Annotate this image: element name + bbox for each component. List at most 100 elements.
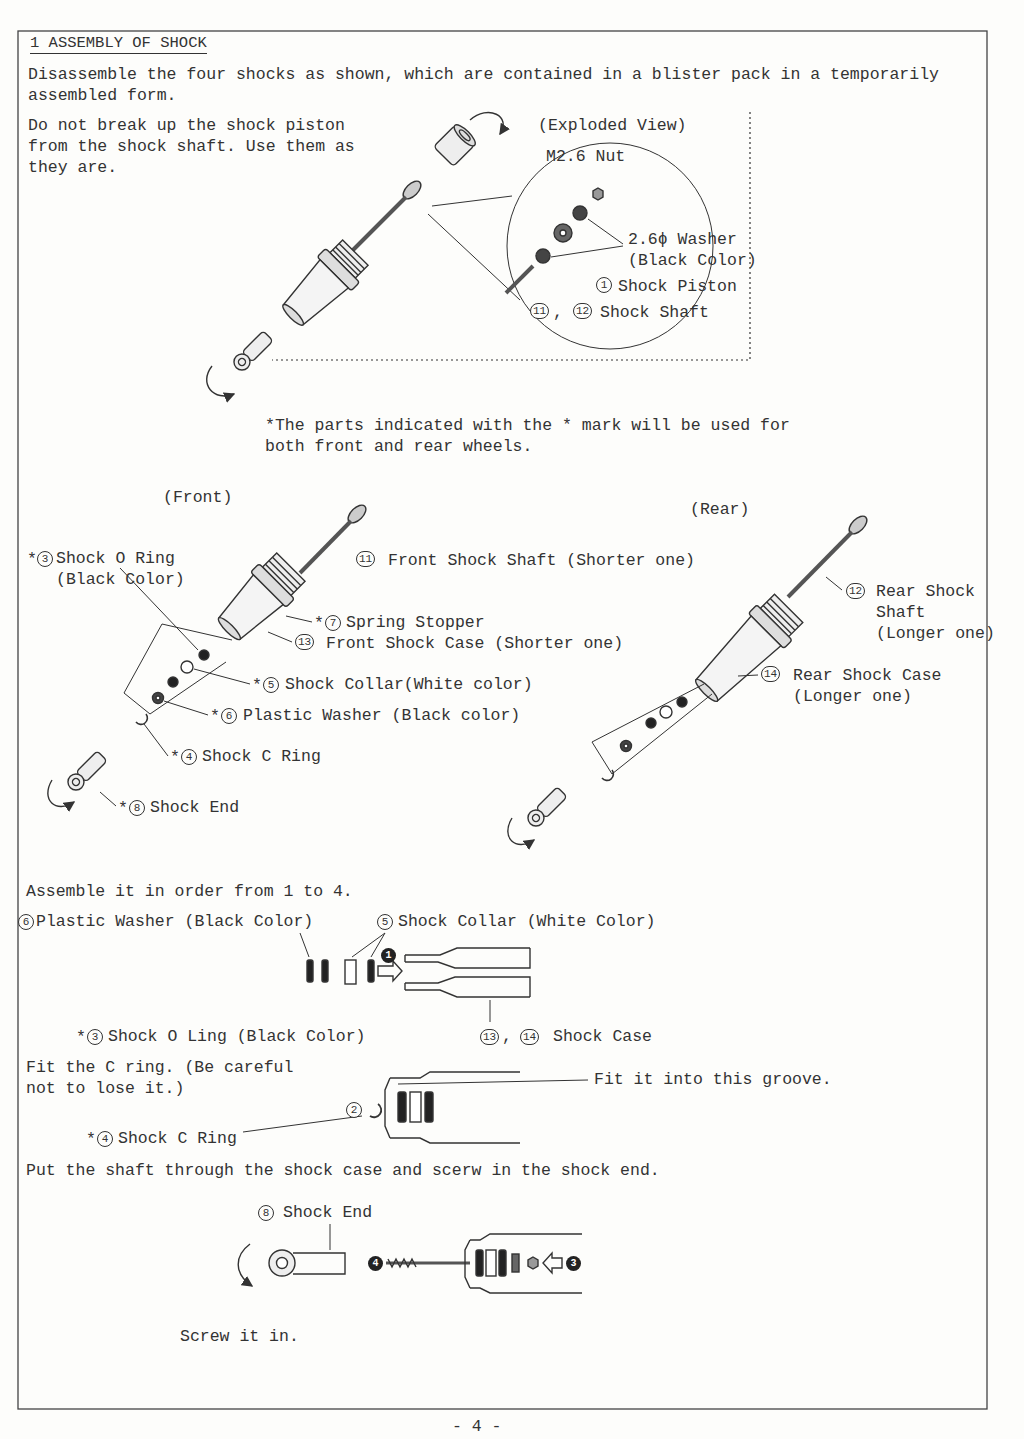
rear-shock <box>693 677 720 704</box>
part-label: Shock C Ring <box>118 1128 237 1149</box>
callout-number: 8 <box>129 800 145 816</box>
callout-number: 11 <box>356 551 375 567</box>
shock-exploded <box>560 230 566 236</box>
part-label: * <box>210 706 220 727</box>
page-frame <box>18 31 987 1409</box>
leader-line <box>551 219 623 257</box>
callout-number: 13 <box>295 634 314 650</box>
part-label: * <box>118 798 128 819</box>
callout-number: 14 <box>520 1029 539 1045</box>
part-label: Shock Collar(White color) <box>285 674 533 695</box>
shock-end <box>231 330 274 373</box>
washer <box>536 249 550 263</box>
part-label: Shock End <box>150 797 239 818</box>
part-label: * <box>170 747 180 768</box>
part-label: Front Shock Case (Shorter one) <box>326 633 623 654</box>
step-figure <box>465 1240 470 1288</box>
shock-body <box>273 236 372 335</box>
step-figure <box>238 1244 252 1286</box>
rear-shock <box>508 818 534 844</box>
turn-arrow <box>470 113 503 134</box>
shock-end <box>231 351 254 374</box>
callout-number: 13 <box>480 1029 499 1045</box>
callout-number: 14 <box>761 666 780 682</box>
part-label: Shock Case <box>553 1026 652 1047</box>
part-label: Shock Collar (White Color) <box>398 911 655 932</box>
callout-number: 11 <box>530 303 549 319</box>
step-figure <box>243 1080 588 1132</box>
front-shock <box>124 624 232 714</box>
part-label: , <box>502 1026 512 1047</box>
step-figure <box>512 1254 519 1272</box>
rear-shock <box>602 770 613 780</box>
turn-arrow <box>207 366 234 396</box>
part-label: * <box>252 675 262 696</box>
part-label: * <box>86 1129 96 1150</box>
front-shock <box>48 780 74 806</box>
front-shock <box>209 549 309 649</box>
rear-shock <box>692 616 781 705</box>
step-figure <box>476 1250 483 1276</box>
part-label: Shock Piston <box>618 276 737 297</box>
callout-number: 5 <box>377 914 393 930</box>
step-figure <box>368 960 374 982</box>
part-label: Plastic Washer (Black color) <box>243 705 520 726</box>
part-label: - 4 - <box>452 1416 502 1437</box>
instruction-text: Disassemble the four shocks as shown, wh… <box>28 64 988 106</box>
callout-number: 7 <box>325 615 341 631</box>
callout-number: 3 <box>87 1029 103 1045</box>
rear-shock <box>826 577 842 590</box>
callout-number: 6 <box>221 708 237 724</box>
front-shock <box>136 714 147 724</box>
rear-shock <box>531 813 541 823</box>
step-figure <box>486 1250 496 1276</box>
step-figure <box>243 1072 588 1143</box>
callout-number: 8 <box>258 1205 274 1221</box>
step-figure <box>425 1092 433 1122</box>
rear-shock <box>525 786 568 829</box>
part-label: Fit it into this groove. <box>594 1069 832 1090</box>
washer <box>573 206 587 220</box>
nut <box>593 188 603 200</box>
instruction-text: Shock O Ring (Black Color) <box>56 548 201 590</box>
instruction-text: Rear Shock Case (Longer one) <box>793 665 963 707</box>
part-label: Shock Shaft <box>600 302 709 323</box>
part-label: M2.6 Nut <box>546 146 625 167</box>
instruction-text: *The parts indicated with the * mark wil… <box>265 415 825 457</box>
step-figure <box>330 1224 331 1250</box>
part-label: Front Shock Shaft (Shorter one) <box>388 550 695 571</box>
step-figure <box>322 960 328 982</box>
step-figure <box>543 1253 562 1273</box>
step-figure <box>370 1104 381 1117</box>
front-shock <box>181 661 193 673</box>
shock-cap <box>458 129 471 142</box>
shock-body <box>279 260 348 329</box>
step-figure <box>238 1224 582 1293</box>
part-label: Put the shaft through the shock case and… <box>26 1160 660 1181</box>
front-shock <box>215 575 284 644</box>
callout-number: 3 <box>37 551 53 567</box>
step-figure <box>269 1250 295 1276</box>
callout-number: 4 <box>181 749 197 765</box>
step-figure <box>345 960 356 984</box>
callout-number: 12 <box>846 583 865 599</box>
front-shock <box>100 568 312 806</box>
shock-cap <box>434 122 479 167</box>
part-label: (Front) <box>163 487 232 508</box>
part-label: * <box>76 1027 86 1048</box>
instruction-text: 2.6ϕ Washer (Black Color) <box>628 229 766 271</box>
step-figure <box>307 960 313 982</box>
part-label: Shock O Ling (Black Color) <box>108 1026 365 1047</box>
front-shock <box>65 771 88 794</box>
instruction-text: Rear Shock Shaft (Longer one) <box>876 581 1001 644</box>
part-label: * <box>27 549 37 570</box>
step-figure <box>405 977 530 997</box>
step-figure <box>410 1092 421 1122</box>
step-figure <box>277 1258 288 1269</box>
callout-number: 6 <box>18 914 34 930</box>
callout-number: 12 <box>573 303 592 319</box>
rear-shock <box>646 718 656 728</box>
callout-number: 2 <box>346 1102 362 1118</box>
rear-shock <box>621 741 632 752</box>
